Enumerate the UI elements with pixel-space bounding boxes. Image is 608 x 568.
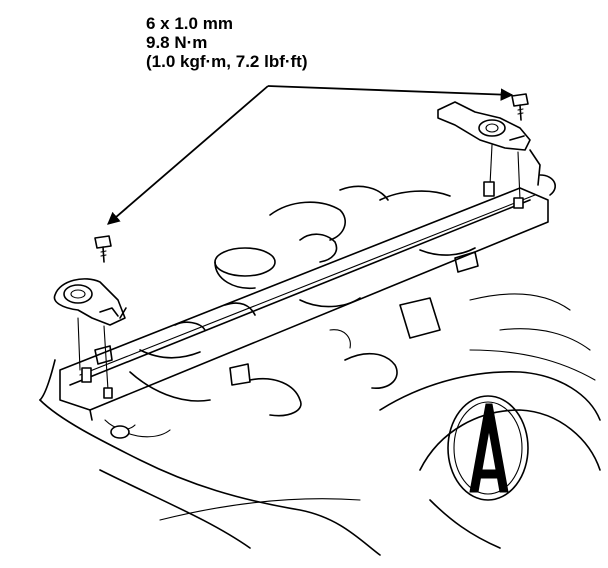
leader-to-left-bolt [107, 85, 269, 225]
front-emblem [447, 395, 529, 501]
radiator-support-crossmember [59, 187, 549, 439]
right-mount-bracket [437, 101, 541, 209]
right-bolt-icon [511, 93, 529, 121]
callout-leaders [107, 85, 514, 225]
vehicle-body-outline [39, 293, 601, 556]
left-mount-bracket [53, 278, 127, 399]
torque-alt-units-label: (1.0 kgf·m, 7.2 lbf·ft) [146, 52, 308, 71]
engine-components [119, 174, 556, 438]
leader-to-right-bolt [267, 85, 514, 101]
left-bolt-icon [94, 235, 112, 263]
bolt-size-label: 6 x 1.0 mm [146, 14, 233, 33]
torque-nm-label: 9.8 N·m [146, 33, 208, 52]
